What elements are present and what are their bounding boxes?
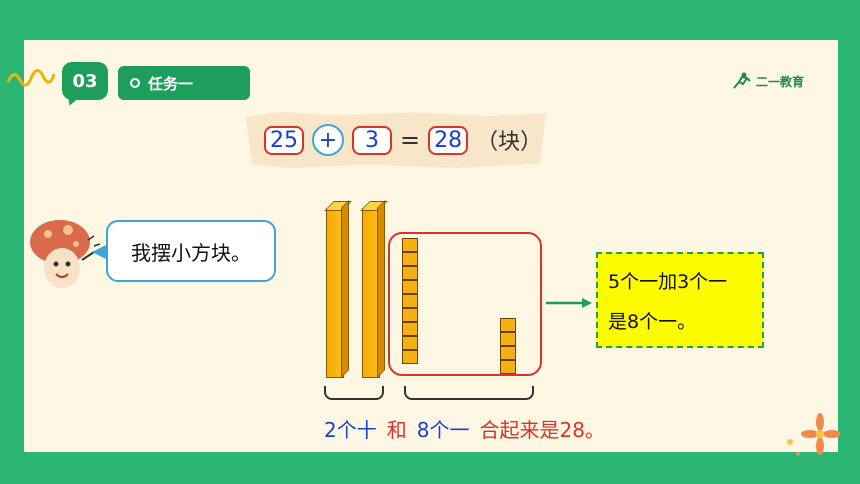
addend-b-box: 3 — [352, 125, 392, 155]
equals-sign: = — [400, 126, 421, 154]
squiggle-decoration-icon — [6, 69, 56, 87]
caption-and: 和 — [386, 418, 407, 442]
result-box-value: 28 — [428, 125, 469, 155]
explanation-line-1: 5个一加3个一 — [608, 271, 728, 293]
caption-sum: 合起来是28。 — [479, 418, 605, 442]
logo-text: 二一教育 — [756, 74, 805, 89]
ten-rod — [326, 208, 344, 378]
caption-tens: 2个十 — [324, 418, 377, 442]
circle-dot-icon — [130, 78, 140, 88]
explanation-line-2: 是8个一。 — [608, 311, 697, 333]
scallop-bottom-edge — [24, 444, 838, 460]
runner-icon — [733, 72, 751, 89]
right-arrow-icon — [546, 298, 592, 308]
scallop-top-edge — [24, 32, 838, 48]
ten-rod — [362, 208, 380, 378]
unit-label: （块） — [476, 130, 543, 155]
equation: 25 + 3 = 28 （块） — [264, 124, 542, 156]
flower-decoration-icon — [787, 413, 840, 456]
ones-grouping-outline — [388, 232, 542, 376]
ones-stack-three — [500, 318, 518, 374]
task-label: 任务一 — [148, 74, 194, 93]
section-number-badge: 03 — [62, 62, 108, 100]
speech-bubble: 我摆小方块。 — [106, 220, 276, 282]
ones-brace — [404, 386, 534, 400]
tens-brace — [324, 386, 384, 400]
caption-line: 2个十 和 8个一 合起来是28。 — [324, 414, 605, 443]
speech-tail — [92, 244, 108, 260]
ones-stack-five — [402, 238, 420, 364]
addend-a-box: 25 — [264, 125, 304, 155]
mushroom-mascot-icon — [30, 220, 101, 288]
plus-operator: + — [312, 124, 344, 156]
explanation-box: 5个一加3个一 是8个一。 — [596, 252, 764, 348]
task-label-pill: 任务一 — [118, 66, 250, 100]
caption-ones: 8个一 — [416, 418, 470, 442]
brand-logo: 二一教育 — [730, 72, 804, 90]
